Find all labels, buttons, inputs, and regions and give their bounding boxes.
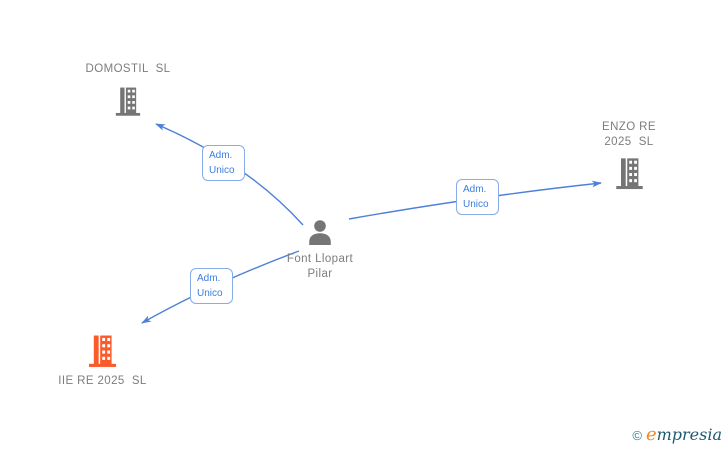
person-label[interactable]: Font Llopart Pilar — [286, 253, 354, 280]
company-node-enzo-re[interactable]: ENZO RE 2025 SL — [569, 120, 689, 190]
building-icon[interactable] — [115, 84, 141, 118]
company-label-iie-re[interactable]: IIE RE 2025 SL — [58, 375, 147, 387]
empresia-logo[interactable]: © empresia — [632, 424, 722, 445]
person-icon[interactable] — [305, 218, 335, 248]
company-node-domostil[interactable]: DOMOSTIL SL — [68, 62, 188, 118]
brand-rest: mpresia — [656, 425, 722, 444]
person-node-font-llopart-pilar[interactable]: Font Llopart Pilar — [260, 218, 380, 282]
edge-label-adm-unico-enzo-re: Adm. Unico — [456, 179, 499, 215]
copyright-icon: © — [632, 428, 642, 443]
edge-label-adm-unico-iie-re: Adm. Unico — [190, 268, 233, 304]
brand-letter-e: e — [645, 424, 657, 445]
brand-wordmark: empresia — [646, 424, 722, 445]
company-node-iie-re[interactable]: IIE RE 2025 SL — [40, 333, 165, 389]
edge-label-adm-unico-domostil: Adm. Unico — [202, 145, 245, 181]
company-label-enzo-re[interactable]: ENZO RE 2025 SL — [602, 121, 656, 148]
company-label-domostil[interactable]: DOMOSTIL SL — [85, 63, 171, 75]
building-icon[interactable] — [615, 156, 644, 190]
building-icon[interactable] — [88, 333, 117, 368]
